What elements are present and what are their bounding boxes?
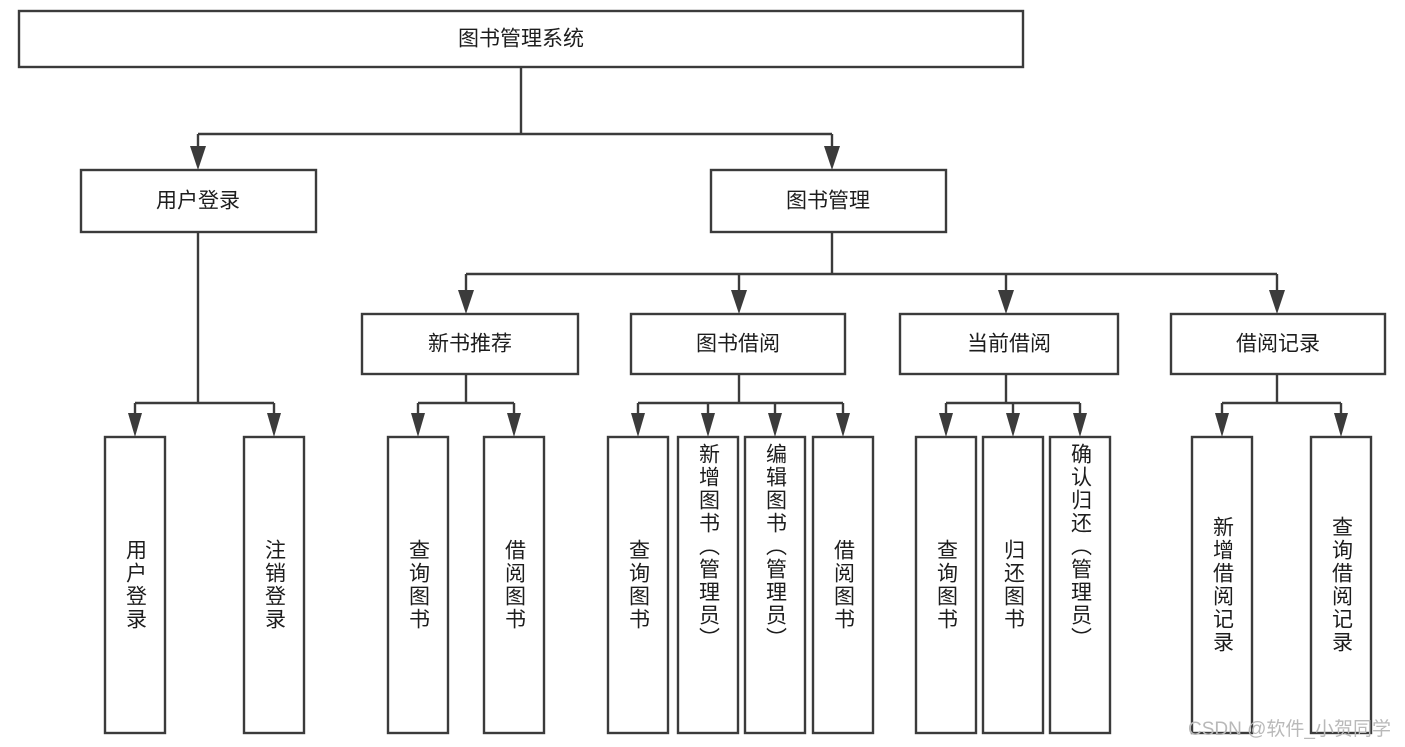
node-new-book-recommend[interactable]: 新书推荐: [360, 312, 580, 376]
node-borrow-record[interactable]: 借阅记录: [1169, 312, 1387, 376]
arrow-borrow-leaf-4: [836, 413, 850, 437]
node-book-management-box[interactable]: [709, 168, 948, 234]
arrow-root-to-book-mgmt: [824, 146, 840, 170]
node-new-book-recommend-label: 新书推荐: [428, 333, 512, 356]
leaf-box-query-book-new[interactable]: [386, 435, 450, 735]
node-root-system-label: 图书管理系统: [458, 28, 584, 51]
arrow-current-leaf-1: [939, 413, 953, 437]
leaf-box-layer: [103, 435, 1373, 735]
leaf-box-add-book-admin[interactable]: [676, 435, 740, 735]
arrow-record-leaf-1: [1215, 413, 1229, 437]
arrow-new-book-leaf-1: [411, 413, 425, 437]
leaf-box-user-login[interactable]: [103, 435, 167, 735]
leaf-box-query-borrow-record[interactable]: [1309, 435, 1373, 735]
node-new-book-recommend-box[interactable]: [360, 312, 580, 376]
connector-layer: [128, 67, 1348, 437]
arrow-current-leaf-3: [1073, 413, 1087, 437]
leaf-box-borrow-book-new[interactable]: [482, 435, 546, 735]
leaf-box-add-borrow-record[interactable]: [1190, 435, 1254, 735]
leaf-box-query-book-current[interactable]: [914, 435, 978, 735]
leaf-box-query-book-borrow[interactable]: [606, 435, 670, 735]
leaf-box-return-book[interactable]: [981, 435, 1045, 735]
arrow-book-mgmt-to-record: [1269, 290, 1285, 314]
node-book-borrow[interactable]: 图书借阅: [629, 312, 847, 376]
leaf-box-borrow-book[interactable]: [811, 435, 875, 735]
arrow-book-mgmt-to-current: [998, 290, 1014, 314]
node-user-login[interactable]: 用户登录: [79, 168, 318, 234]
arrow-root-to-user-login: [190, 146, 206, 170]
node-root-system[interactable]: 图书管理系统: [17, 9, 1025, 69]
arrow-borrow-leaf-1: [631, 413, 645, 437]
node-book-borrow-label: 图书借阅: [696, 333, 780, 356]
arrow-borrow-leaf-2: [701, 413, 715, 437]
leaf-box-edit-book-admin[interactable]: [743, 435, 807, 735]
node-user-login-label: 用户登录: [156, 190, 240, 213]
node-borrow-record-label: 借阅记录: [1236, 333, 1320, 356]
arrow-book-mgmt-to-new-book: [458, 290, 474, 314]
node-book-management[interactable]: 图书管理: [709, 168, 948, 234]
arrow-new-book-leaf-2: [507, 413, 521, 437]
arrow-user-login-leaf-1: [128, 413, 142, 437]
arrow-record-leaf-2: [1334, 413, 1348, 437]
node-book-borrow-box[interactable]: [629, 312, 847, 376]
node-root-system-box[interactable]: [17, 9, 1025, 69]
node-user-login-box[interactable]: [79, 168, 318, 234]
node-borrow-record-box[interactable]: [1169, 312, 1387, 376]
node-current-borrow[interactable]: 当前借阅: [898, 312, 1120, 376]
arrow-book-mgmt-to-borrow: [731, 290, 747, 314]
node-current-borrow-label: 当前借阅: [967, 333, 1051, 356]
arrow-borrow-leaf-3: [768, 413, 782, 437]
arrow-current-leaf-2: [1006, 413, 1020, 437]
csdn-watermark: CSDN @软件_小贺同学: [1188, 719, 1391, 740]
node-book-management-label: 图书管理: [786, 190, 870, 213]
leaf-box-confirm-return-admin[interactable]: [1048, 435, 1112, 735]
node-current-borrow-box[interactable]: [898, 312, 1120, 376]
leaf-box-logout[interactable]: [242, 435, 306, 735]
arrow-user-login-leaf-2: [267, 413, 281, 437]
